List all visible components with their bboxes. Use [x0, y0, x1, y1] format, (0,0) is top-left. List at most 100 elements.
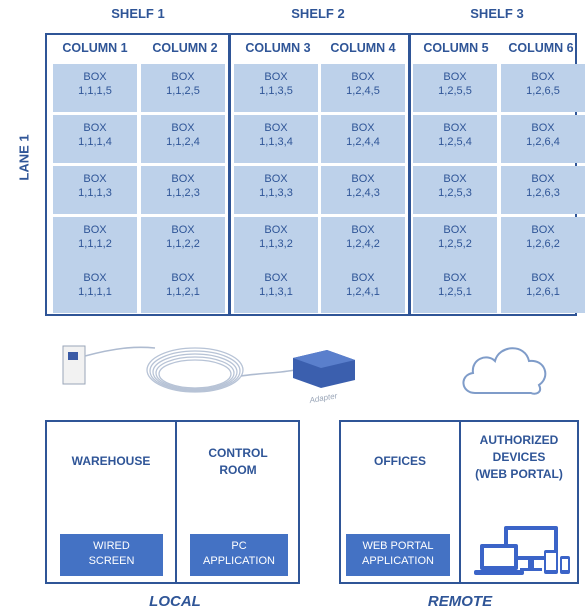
web-portal-application-button[interactable]: WEB PORTAL APPLICATION: [346, 534, 450, 576]
box-code: 1,1,1,4: [78, 136, 112, 148]
wired-screen-line1: WIRED: [93, 540, 130, 552]
box-cell[interactable]: BOX 1,2,5,4: [413, 115, 497, 163]
box-prefix: BOX: [531, 224, 555, 236]
adapter-label: Adapter: [308, 391, 338, 405]
box-prefix: BOX: [351, 173, 375, 185]
column-header-3: COLUMN 3: [245, 41, 311, 55]
box-cell[interactable]: BOX 1,1,1,2: [53, 217, 137, 265]
box-cell[interactable]: BOX 1,2,5,1: [413, 265, 497, 313]
web-portal-line1: WEB PORTAL: [362, 540, 434, 552]
box-prefix: BOX: [351, 224, 375, 236]
remote-footer: REMOTE: [427, 593, 493, 610]
box-cell[interactable]: BOX 1,2,6,4: [501, 115, 585, 163]
pc-application-button[interactable]: PC APPLICATION: [190, 534, 288, 576]
box-code: 1,1,2,5: [166, 85, 200, 97]
box-prefix: BOX: [171, 224, 195, 236]
box-cell[interactable]: BOX 1,2,4,5: [321, 64, 405, 112]
box-cell[interactable]: BOX 1,1,3,2: [234, 217, 318, 265]
box-prefix: BOX: [443, 224, 467, 236]
local-footer: LOCAL: [149, 593, 201, 610]
authorized-devices-title: AUTHORIZED DEVICES (WEB PORTAL): [461, 432, 577, 483]
box-cell[interactable]: BOX 1,1,3,3: [234, 166, 318, 214]
wall-outlet-icon: [62, 345, 86, 385]
box-prefix: BOX: [83, 272, 107, 284]
cloud-icon: [462, 347, 547, 395]
box-code: 1,2,4,2: [346, 238, 380, 250]
box-prefix: BOX: [264, 224, 288, 236]
box-prefix: BOX: [531, 122, 555, 134]
box-cell[interactable]: BOX 1,2,5,2: [413, 217, 497, 265]
box-cell[interactable]: BOX 1,1,1,1: [53, 265, 137, 313]
box-prefix: BOX: [443, 272, 467, 284]
warehouse-title: WAREHOUSE: [71, 454, 151, 468]
box-prefix: BOX: [351, 122, 375, 134]
box-prefix: BOX: [171, 173, 195, 185]
box-prefix: BOX: [83, 173, 107, 185]
box-cell[interactable]: BOX 1,1,3,5: [234, 64, 318, 112]
box-code: 1,1,1,1: [78, 286, 112, 298]
box-code: 1,2,4,3: [346, 187, 380, 199]
column-header-1: COLUMN 1: [62, 41, 128, 55]
box-prefix: BOX: [531, 71, 555, 83]
wired-screen-button[interactable]: WIRED SCREEN: [60, 534, 163, 576]
box-prefix: BOX: [83, 224, 107, 236]
box-code: 1,1,2,2: [166, 238, 200, 250]
box-code: 1,1,3,5: [259, 85, 293, 97]
box-prefix: BOX: [171, 272, 195, 284]
cable-coil-icon: [146, 347, 244, 393]
box-prefix: BOX: [351, 272, 375, 284]
box-code: 1,2,5,1: [438, 286, 472, 298]
column-header-2: COLUMN 2: [152, 41, 218, 55]
box-prefix: BOX: [264, 122, 288, 134]
box-prefix: BOX: [264, 71, 288, 83]
shelf-divider-1: [228, 33, 231, 316]
web-portal-line2: APPLICATION: [362, 555, 434, 567]
authorized-title-line2: DEVICES: [492, 450, 546, 464]
adapter-icon: [293, 350, 355, 388]
box-prefix: BOX: [351, 71, 375, 83]
box-cell[interactable]: BOX 1,2,4,2: [321, 217, 405, 265]
shelf-label-1: SHELF 1: [111, 6, 165, 21]
box-code: 1,1,2,1: [166, 286, 200, 298]
remote-divider: [459, 420, 461, 584]
box-code: 1,2,5,2: [438, 238, 472, 250]
box-prefix: BOX: [443, 122, 467, 134]
box-prefix: BOX: [264, 173, 288, 185]
column-header-5: COLUMN 5: [423, 41, 489, 55]
lane-label: LANE 1: [16, 134, 32, 181]
control-room-title-line2: ROOM: [219, 463, 257, 477]
box-cell[interactable]: BOX 1,2,4,3: [321, 166, 405, 214]
shelf-label-2: SHELF 2: [291, 6, 345, 21]
box-code: 1,1,3,2: [259, 238, 293, 250]
box-cell[interactable]: BOX 1,1,2,1: [141, 265, 225, 313]
box-cell[interactable]: BOX 1,1,2,2: [141, 217, 225, 265]
authorized-title-line1: AUTHORIZED: [479, 433, 559, 447]
box-prefix: BOX: [443, 71, 467, 83]
box-code: 1,1,1,2: [78, 238, 112, 250]
box-code: 1,2,5,4: [438, 136, 472, 148]
box-code: 1,1,3,1: [259, 286, 293, 298]
box-cell[interactable]: BOX 1,2,4,4: [321, 115, 405, 163]
wired-screen-line2: SCREEN: [88, 555, 135, 567]
box-code: 1,2,6,3: [526, 187, 560, 199]
box-code: 1,2,6,4: [526, 136, 560, 148]
box-code: 1,1,1,5: [78, 85, 112, 97]
box-code: 1,2,4,4: [346, 136, 380, 148]
box-code: 1,1,3,3: [259, 187, 293, 199]
box-code: 1,2,4,5: [346, 85, 380, 97]
